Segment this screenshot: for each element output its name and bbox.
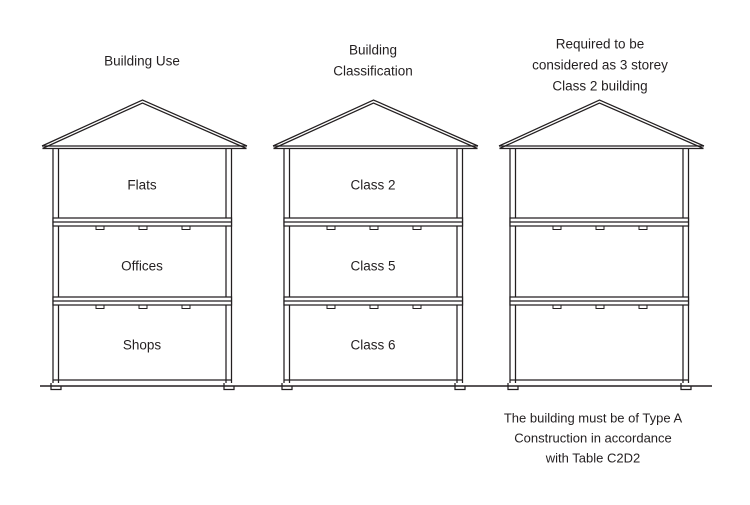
floor-slab-upper-building-classification [283,217,464,230]
footing-left-required-treatment [507,383,519,391]
roof-required-treatment [498,99,705,150]
footing-right-building-use [223,383,235,391]
footnote-line-3: with Table C2D2 [545,450,640,465]
wall-left-required-treatment [509,148,517,383]
heading-required-treatment-line-2: considered as 3 storey [532,58,668,73]
wall-left-building-use [52,148,60,383]
floor-slab-lower-building-use [52,296,233,309]
floor-label-building-use-top: Flats [127,178,157,193]
building-group-building-use [41,99,248,391]
footing-left-building-classification [281,383,293,391]
footing-right-building-classification [454,383,466,391]
floor-slab-upper-required-treatment [509,217,690,230]
footnote-line-2: Construction in accordance [514,430,672,445]
wall-right-required-treatment [682,148,690,383]
footnote-line-1: The building must be of Type A [504,410,683,425]
floor-label-building-use-middle: Offices [121,259,163,274]
floor-label-building-classification-middle: Class 5 [350,259,395,274]
floor-slab-lower-required-treatment [509,296,690,309]
footing-left-building-use [50,383,62,391]
heading-building-use-line-1: Building Use [104,54,180,69]
footing-right-required-treatment [680,383,692,391]
building-group-building-classification [272,99,479,391]
floor-label-building-classification-top: Class 2 [350,178,395,193]
roof-building-use [41,99,248,150]
roof-building-classification [272,99,479,150]
floor-label-building-classification-bottom: Class 6 [350,338,395,353]
wall-left-building-classification [283,148,291,383]
wall-right-building-use [225,148,233,383]
floor-label-building-use-bottom: Shops [123,338,162,353]
wall-right-building-classification [456,148,464,383]
heading-building-classification-line-2: Classification [333,64,413,79]
heading-building-classification-line-1: Building [349,43,397,58]
floor-slab-lower-building-classification [283,296,464,309]
heading-required-treatment-line-3: Class 2 building [552,79,647,94]
heading-required-treatment-line-1: Required to be [556,37,645,52]
floor-slab-upper-building-use [52,217,233,230]
building-group-required-treatment [498,99,705,391]
